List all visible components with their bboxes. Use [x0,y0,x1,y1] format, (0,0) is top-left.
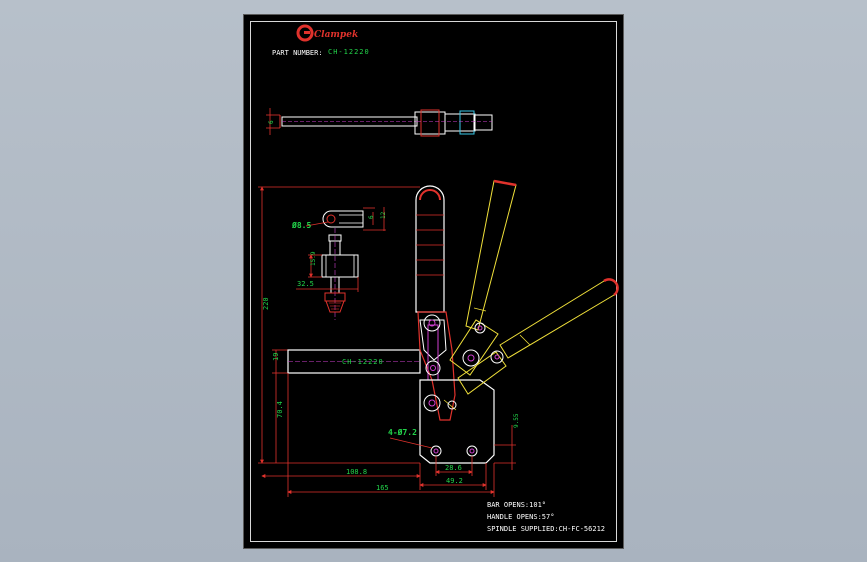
part-number-label: PART NUMBER: [272,49,323,57]
part-number-value: CH-12220 [328,48,370,56]
logo-text: Clampek [314,30,358,40]
note-bar-opens: BAR OPENS:101° [487,501,546,509]
dim-hole-dia: 4-Ø7.2 [388,427,417,437]
dim-spindle-h: 15.9 [310,251,317,266]
clamp-side-view: 220 19 70.4 CH-12220 [258,179,619,497]
dim-clevis-w1: 6 [368,215,375,219]
dim-bar-length: 108.8 [346,468,367,476]
bar-label: CH-12220 [342,358,384,366]
dim-spindle-w: 32.5 [297,280,314,288]
spindle-detail: 15.9 32.5 [296,228,359,320]
dim-bar-height: 19 [272,353,280,361]
dim-clevis-w2: 12 [380,211,387,219]
dim-hole-spacing: 28.6 [445,464,462,472]
brand-logo: Clampek [296,24,358,42]
top-view: 6 [266,108,493,137]
note-handle-opens: HANDLE OPENS:57° [487,513,554,521]
dim-height-total: 220 [262,297,270,310]
dim-clevis-hole: Ø8.5 [291,220,311,230]
note-spindle: SPINDLE SUPPLIED:CH-FC-56212 [487,525,605,533]
dim-base-width: 49.2 [446,477,463,485]
dim-base-thickness: 9.55 [513,413,520,428]
open-positions [443,179,619,411]
dim-total-length: 165 [376,484,389,492]
dim-top-thickness: 6 [268,120,275,124]
drawing-sheet [243,14,624,549]
clevis-detail: 6 12 Ø8.5 [291,207,387,231]
drawing-frame [250,21,617,542]
dim-base-height: 70.4 [276,401,284,418]
